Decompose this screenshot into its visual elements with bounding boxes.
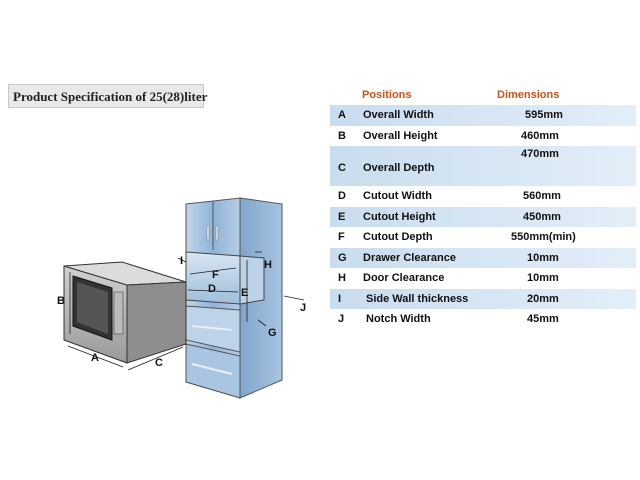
- row-name: Cutout Depth: [363, 231, 433, 243]
- row-letter: D: [338, 190, 346, 202]
- row-letter: G: [338, 251, 347, 264]
- row-name: Drawer Clearance: [363, 251, 456, 264]
- label-j: J: [300, 302, 306, 314]
- label-g: G: [268, 327, 277, 339]
- row-letter: F: [338, 231, 345, 243]
- label-d: D: [208, 283, 216, 295]
- dimension-lines: [67, 251, 305, 371]
- row-dimension: 450mm: [523, 210, 561, 223]
- row-name: Side Wall thickness: [366, 292, 469, 305]
- table-row: I Side Wall thickness 20mm: [330, 288, 636, 309]
- label-c: C: [155, 357, 163, 369]
- page-title: Product Specification of 25(28)liter: [8, 84, 207, 108]
- table-row: D Cutout Width 560mm: [330, 186, 636, 207]
- row-name: Overall Depth: [363, 162, 435, 174]
- row-letter: H: [338, 272, 346, 284]
- row-name: Overall Width: [363, 109, 434, 121]
- row-name: Overall Height: [363, 129, 438, 142]
- label-a: A: [91, 352, 99, 364]
- table-row: C Overall Depth 470mm: [330, 146, 636, 186]
- table-row: E Cutout Height 450mm: [330, 206, 636, 227]
- row-letter: A: [338, 109, 346, 121]
- row-letter: B: [338, 129, 346, 142]
- table-row: G Drawer Clearance 10mm: [330, 247, 636, 268]
- label-h: H: [264, 259, 272, 271]
- row-letter: C: [338, 162, 346, 174]
- row-dimension: 45mm: [527, 313, 559, 325]
- table-row: A Overall Width 595mm: [330, 105, 636, 126]
- row-dimension: 550mm(min): [511, 231, 576, 243]
- row-name: Cutout Width: [363, 190, 432, 202]
- table-row: B Overall Height 460mm: [330, 126, 636, 147]
- row-letter: E: [338, 210, 346, 223]
- positions-header: Positions: [362, 89, 412, 101]
- table-row: H Door Clearance 10mm: [330, 268, 636, 289]
- row-dimension: 560mm: [523, 190, 561, 202]
- row-dimension: 10mm: [527, 251, 559, 264]
- dimensions-header: Dimensions: [497, 89, 560, 101]
- label-e: E: [241, 287, 248, 299]
- row-dimension: 10mm: [527, 272, 559, 284]
- row-name: Door Clearance: [363, 272, 445, 284]
- label-b: B: [57, 295, 65, 307]
- row-name: Notch Width: [366, 313, 431, 325]
- row-letter: J: [338, 313, 345, 325]
- row-dimension: 20mm: [527, 292, 559, 305]
- cabinet: [185, 197, 283, 399]
- label-i: I: [180, 255, 183, 267]
- row-dimension: 460mm: [521, 129, 559, 142]
- row-name: Cutout Height: [363, 210, 436, 223]
- table-row: F Cutout Depth 550mm(min): [330, 227, 636, 248]
- table-row: J Notch Width 45mm: [330, 309, 636, 330]
- row-dimension: 470mm: [521, 148, 559, 160]
- microwave: [63, 261, 187, 364]
- row-letter: I: [338, 292, 342, 305]
- row-dimension: 595mm: [525, 109, 563, 121]
- label-f: F: [212, 269, 219, 281]
- spec-table: A Overall Width 595mm B Overall Height 4…: [330, 105, 636, 330]
